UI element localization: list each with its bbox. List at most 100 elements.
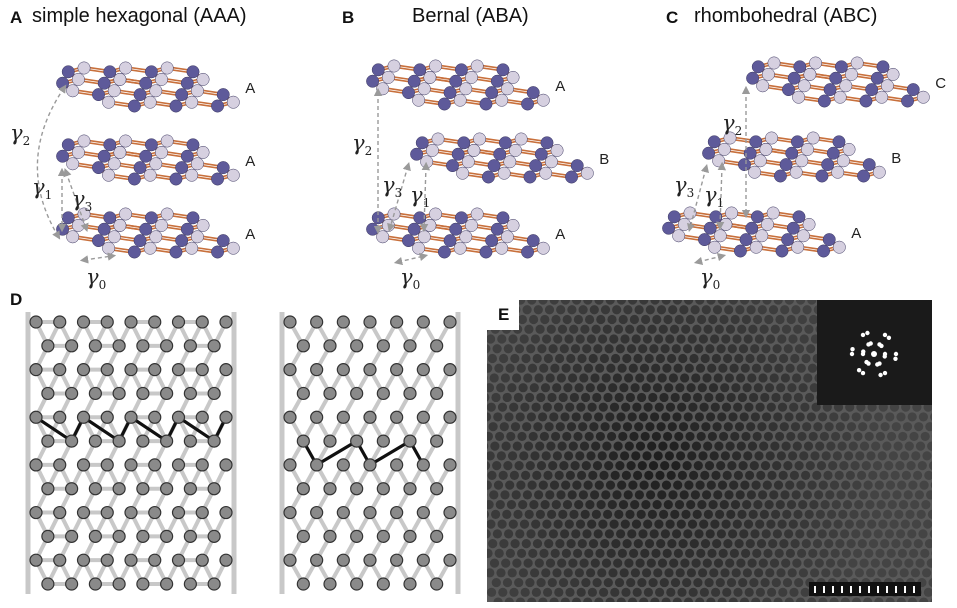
layer-middle: B bbox=[702, 131, 901, 183]
tem-spot bbox=[654, 402, 664, 412]
tem-spot bbox=[848, 558, 858, 568]
tem-spot bbox=[509, 587, 519, 597]
atom-dark bbox=[750, 210, 764, 224]
tem-spot bbox=[598, 402, 608, 412]
gamma-3-label: γ3 bbox=[72, 187, 92, 214]
tem-spot bbox=[615, 344, 625, 354]
tem-spot bbox=[508, 519, 518, 529]
tube-atom bbox=[416, 553, 430, 567]
tube-atom bbox=[112, 577, 126, 591]
tube-atom bbox=[390, 315, 404, 329]
panel-e-letter: E bbox=[498, 305, 510, 324]
tem-spot bbox=[644, 539, 655, 549]
atom-dark bbox=[437, 97, 451, 111]
tem-spot bbox=[574, 500, 584, 510]
tem-spot bbox=[520, 587, 530, 597]
tem-spot bbox=[531, 587, 541, 597]
tem-spot bbox=[741, 431, 751, 442]
tem-spot bbox=[563, 568, 573, 578]
tem-spot bbox=[787, 568, 797, 578]
tem-spot bbox=[728, 412, 738, 422]
tem-spot bbox=[539, 363, 549, 373]
tem-spot bbox=[579, 558, 589, 568]
atom-dark bbox=[496, 63, 510, 77]
tem-spot bbox=[714, 441, 724, 451]
tube-atom bbox=[100, 315, 114, 329]
tem-spot bbox=[531, 519, 541, 529]
tube-atom bbox=[443, 505, 457, 520]
tem-spot bbox=[547, 392, 557, 403]
tem-spot bbox=[560, 529, 570, 539]
tem-spot bbox=[667, 422, 677, 432]
tube-atom bbox=[160, 339, 174, 353]
tem-spot bbox=[734, 422, 745, 432]
tube-atom bbox=[363, 458, 377, 472]
tem-spot bbox=[683, 597, 694, 602]
tem-spot bbox=[784, 300, 794, 305]
tem-spot bbox=[491, 392, 501, 403]
tem-spot bbox=[535, 509, 545, 519]
tem-spot bbox=[870, 490, 880, 500]
tem-spot bbox=[604, 461, 614, 471]
tube-atom bbox=[323, 529, 337, 543]
atom-light bbox=[381, 70, 395, 84]
tem-spot bbox=[661, 412, 671, 422]
tem-spot bbox=[744, 402, 754, 412]
tem-spot bbox=[773, 300, 783, 305]
gamma-3-label: γ3 bbox=[674, 173, 694, 200]
tube-atom bbox=[207, 434, 221, 448]
atom-light bbox=[107, 230, 121, 244]
tube-atom bbox=[29, 315, 43, 329]
tem-spot bbox=[588, 539, 599, 549]
fft-spot bbox=[860, 370, 866, 376]
tem-spot bbox=[660, 461, 670, 471]
tem-spot bbox=[607, 314, 617, 325]
tem-spot bbox=[751, 300, 761, 305]
tube-atom bbox=[390, 458, 404, 472]
atom-dark bbox=[817, 94, 831, 108]
tem-spot bbox=[717, 597, 727, 602]
tem-spot bbox=[609, 519, 619, 529]
atom-dark bbox=[180, 76, 194, 90]
tem-spot bbox=[633, 470, 643, 480]
atom-dark bbox=[186, 138, 200, 152]
tem-spot bbox=[918, 412, 928, 422]
tem-spot bbox=[875, 431, 885, 442]
tem-spot bbox=[548, 344, 558, 354]
tem-spot bbox=[642, 451, 652, 461]
tem-image: E bbox=[487, 300, 932, 602]
layer-bottom: A bbox=[366, 207, 565, 259]
tem-spot bbox=[543, 353, 553, 364]
atom-dark bbox=[366, 74, 380, 88]
tem-spot bbox=[829, 480, 840, 490]
tem-spot bbox=[503, 344, 513, 354]
tube-atom bbox=[136, 577, 150, 591]
tem-spot bbox=[738, 577, 748, 588]
atom-light bbox=[423, 70, 437, 84]
tem-spot bbox=[618, 431, 628, 442]
atom-dark bbox=[457, 136, 471, 150]
tem-spot bbox=[795, 597, 806, 602]
tem-spot bbox=[706, 300, 716, 305]
atom-light bbox=[102, 241, 116, 255]
tem-spot bbox=[735, 305, 745, 315]
tube-atom bbox=[219, 553, 233, 567]
tem-spot bbox=[542, 519, 552, 529]
tem-spot bbox=[526, 529, 536, 539]
atom-dark bbox=[133, 88, 147, 102]
tem-spot bbox=[700, 470, 710, 480]
tem-spot bbox=[609, 334, 619, 344]
atom-light bbox=[423, 218, 437, 232]
tem-spot bbox=[536, 461, 547, 471]
tem-spot bbox=[622, 539, 632, 549]
atom-dark bbox=[443, 86, 457, 100]
tem-spot bbox=[658, 324, 668, 334]
tem-spot bbox=[505, 548, 515, 558]
atom-dark bbox=[751, 60, 765, 74]
tem-spot bbox=[907, 597, 918, 602]
tem-spot bbox=[855, 451, 865, 461]
tube-atom bbox=[403, 434, 417, 448]
tem-spot bbox=[662, 363, 672, 373]
tem-spot bbox=[701, 422, 711, 432]
